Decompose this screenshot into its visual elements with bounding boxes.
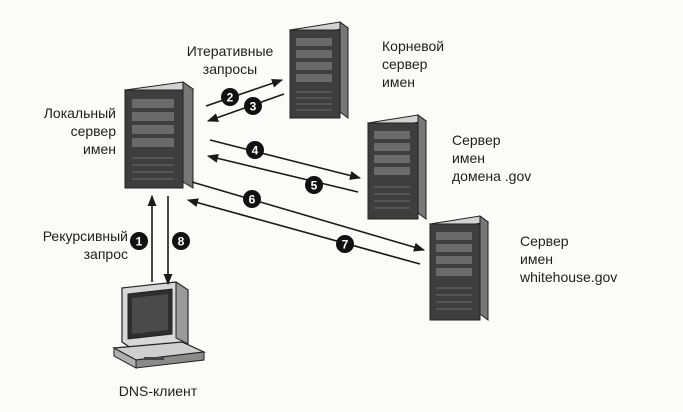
local-server-label: Локальный сервер имен <box>43 105 116 157</box>
gov-server-label: Сервер имен домена .gov <box>452 132 532 184</box>
svg-text:7: 7 <box>342 238 349 252</box>
step-badge-3: 3 <box>244 97 262 115</box>
svg-text:6: 6 <box>249 193 256 207</box>
arrow-4 <box>209 139 362 180</box>
step-badge-4: 4 <box>246 141 264 159</box>
step-badge-6: 6 <box>243 190 261 208</box>
arrow-5 <box>206 153 359 193</box>
step-badge-2: 2 <box>221 88 239 106</box>
svg-text:4: 4 <box>252 144 259 158</box>
svg-text:8: 8 <box>178 235 185 249</box>
local-server-icon <box>123 81 195 189</box>
gov-server-icon <box>366 114 428 220</box>
arrow-2 <box>205 79 284 107</box>
step-badge-8: 8 <box>172 232 190 250</box>
recursive-query-label: Рекурсивный запрос <box>42 228 128 262</box>
iterative-queries-label: Итеративные запросы <box>186 43 274 77</box>
dns-client-label: DNS-клиент <box>118 383 198 399</box>
svg-text:2: 2 <box>227 91 234 105</box>
svg-text:1: 1 <box>136 235 143 249</box>
dns-client-icon <box>111 281 207 369</box>
svg-text:5: 5 <box>311 179 318 193</box>
svg-text:3: 3 <box>250 100 257 114</box>
step-badge-5: 5 <box>305 176 323 194</box>
root-server-label: Корневой сервер имен <box>382 38 445 90</box>
step-badge-7: 7 <box>336 235 354 253</box>
root-server-icon <box>288 21 350 119</box>
step-badge-1: 1 <box>130 232 148 250</box>
arrow-6 <box>191 181 426 252</box>
arrow-7 <box>186 198 421 265</box>
whitehouse-server-icon <box>428 215 490 321</box>
whitehouse-server-label: Сервер имен whitehouse.gov <box>520 233 618 285</box>
